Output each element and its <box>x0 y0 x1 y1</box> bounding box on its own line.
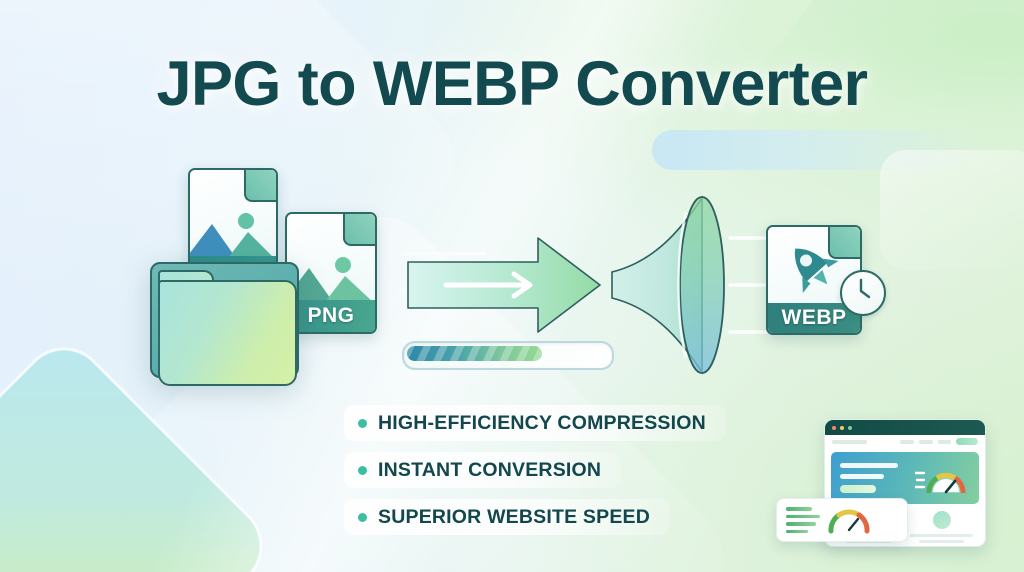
feature-label: INSTANT CONVERSION <box>378 458 602 481</box>
source-files-group: JPG PNG <box>140 160 390 386</box>
nav-link <box>937 439 952 444</box>
file-type-label-webp: WEBP <box>768 303 860 333</box>
speedometer-icon <box>915 471 966 494</box>
browser-titlebar <box>825 420 985 435</box>
file-type-label-png: PNG <box>287 300 375 332</box>
folder-icon[interactable] <box>150 262 299 386</box>
cta-button[interactable] <box>956 438 978 445</box>
clock-icon <box>840 270 886 316</box>
file-card-webp[interactable]: WEBP <box>766 225 862 335</box>
right-arrow-icon <box>407 195 780 375</box>
page-title: JPG to WEBP Converter <box>156 49 868 119</box>
conversion-flow <box>390 190 790 380</box>
page-fold-icon <box>828 227 860 259</box>
conversion-progress-bar <box>402 341 614 370</box>
minimize-icon <box>840 425 844 430</box>
speed-score-card <box>776 498 908 542</box>
speedometer-icon <box>828 509 870 534</box>
mini-card <box>910 511 973 543</box>
close-icon <box>832 425 836 430</box>
mini-avatar-icon <box>932 511 951 529</box>
address-bar <box>832 439 868 444</box>
hero-banner <box>831 452 979 504</box>
bullet-icon <box>358 465 367 475</box>
browser-navbar <box>825 435 985 448</box>
folder-front <box>158 280 297 386</box>
feature-item[interactable]: HIGH-EFFICIENCY COMPRESSION <box>344 405 726 441</box>
bullet-icon <box>358 418 367 428</box>
nav-link <box>919 439 933 444</box>
nav-link <box>900 439 914 444</box>
progress-fill <box>407 346 543 361</box>
feature-list: HIGH-EFFICIENCY COMPRESSION INSTANT CONV… <box>344 405 726 546</box>
feature-label: HIGH-EFFICIENCY COMPRESSION <box>378 411 706 434</box>
image-thumbnail-icon <box>287 252 375 302</box>
feature-item[interactable]: INSTANT CONVERSION <box>344 452 622 488</box>
image-thumbnail-icon <box>190 208 276 258</box>
rocket-icon <box>794 248 839 293</box>
feature-item[interactable]: SUPERIOR WEBSITE SPEED <box>344 499 671 535</box>
page-fold-icon <box>244 170 276 202</box>
feature-label: SUPERIOR WEBSITE SPEED <box>378 505 651 528</box>
page-fold-icon <box>343 214 375 246</box>
file-card-png[interactable]: PNG <box>285 212 377 334</box>
maximize-icon <box>848 425 852 430</box>
bullet-icon <box>358 512 367 522</box>
score-lines <box>786 507 820 533</box>
